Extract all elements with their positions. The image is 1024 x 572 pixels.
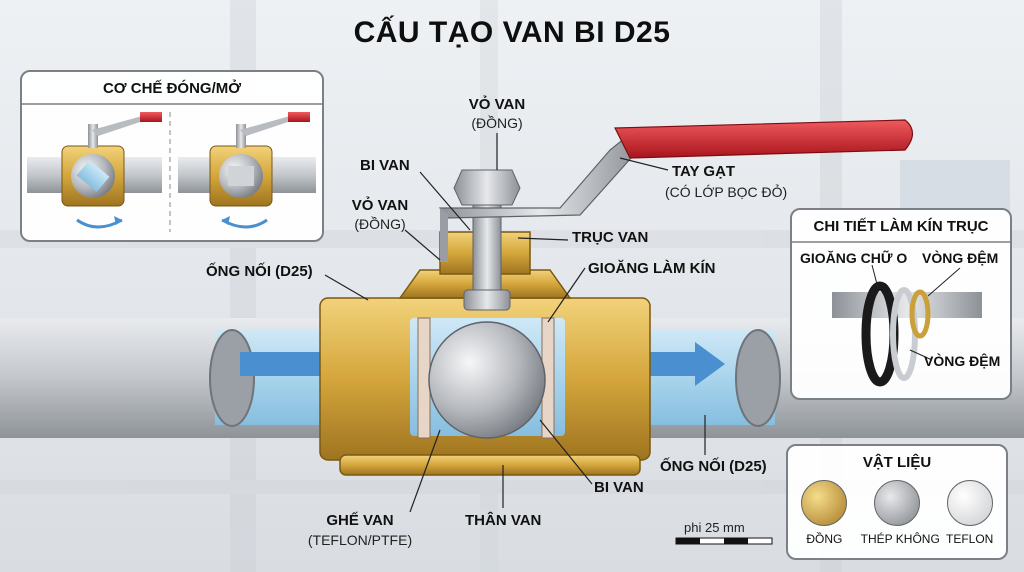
- washer-top-label: VÒNG ĐỆM: [922, 250, 999, 266]
- seal-panel-title: CHI TIẾT LÀM KÍN TRỤC: [813, 218, 989, 235]
- teflon-swatch-icon: [946, 480, 993, 526]
- page-title: CẤU TẠO VAN BI D25: [353, 16, 671, 49]
- label-vo-van-left-sub: (ĐỒNG): [354, 216, 406, 232]
- label-tay-gat: TAY GẠT: [672, 163, 736, 180]
- material-label: TEFLON: [945, 532, 994, 546]
- material-label: THÉP KHÔNG: [860, 532, 940, 546]
- handle: [438, 119, 914, 262]
- label-vo-van-left: VỎ VAN: [351, 197, 409, 214]
- scale-bar: [675, 537, 773, 545]
- leader-lines: [324, 133, 706, 513]
- material-item: TEFLON: [933, 478, 1006, 556]
- seal-detail-panel: CHI TIẾT LÀM KÍN TRỤC GIOĂNG CHỮ O VÒNG …: [790, 208, 1012, 400]
- valve-open-mini-icon: [27, 112, 162, 229]
- valve-body: [319, 169, 651, 476]
- washer-bottom-label: VÒNG ĐỆM: [924, 353, 1001, 369]
- steel-swatch-icon: [873, 480, 920, 526]
- brass-swatch-icon: [801, 480, 848, 526]
- material-item: ĐỒNG: [788, 478, 861, 556]
- scale-bar-label: phi 25 mm: [684, 520, 745, 535]
- label-ghe-van-sub: (TEFLON/PTFE): [307, 532, 413, 548]
- oring-label: GIOĂNG CHỮ O: [800, 250, 908, 266]
- material-item: THÉP KHÔNG: [860, 478, 940, 556]
- label-ong-noi-left: ỐNG NỐI (D25): [206, 263, 313, 280]
- label-truc-van: TRỤC VAN: [572, 229, 649, 246]
- flow-arrow-right-icon: [640, 342, 725, 386]
- label-bi-van-top: BI VAN: [360, 157, 410, 174]
- mechanism-panel-title: CƠ CHẾ ĐÓNG/MỞ: [102, 80, 242, 97]
- label-vo-van-top-sub: (ĐỒNG): [471, 115, 523, 131]
- material-label: ĐỒNG: [806, 532, 843, 546]
- label-bi-van-bottom: BI VAN: [594, 479, 644, 496]
- valve-closed-mini-icon: [178, 112, 316, 229]
- label-than-van: THÂN VAN: [465, 512, 542, 529]
- label-vo-van-top: VỎ VAN: [468, 96, 526, 113]
- label-ong-noi-right: ỐNG NỐI (D25): [660, 458, 767, 475]
- materials-panel: VẬT LIỆU ĐỒNG THÉP KHÔNG TEFLON: [786, 444, 1008, 560]
- mechanism-panel: CƠ CHẾ ĐÓNG/MỞ: [20, 70, 324, 242]
- label-ghe-van: GHẾ VAN: [326, 512, 394, 529]
- label-tay-gat-sub: (CÓ LỚP BỌC ĐỎ): [665, 184, 788, 200]
- materials-title: VẬT LIỆU: [862, 454, 932, 471]
- label-gioang-lam-kin: GIOĂNG LÀM KÍN: [588, 260, 716, 277]
